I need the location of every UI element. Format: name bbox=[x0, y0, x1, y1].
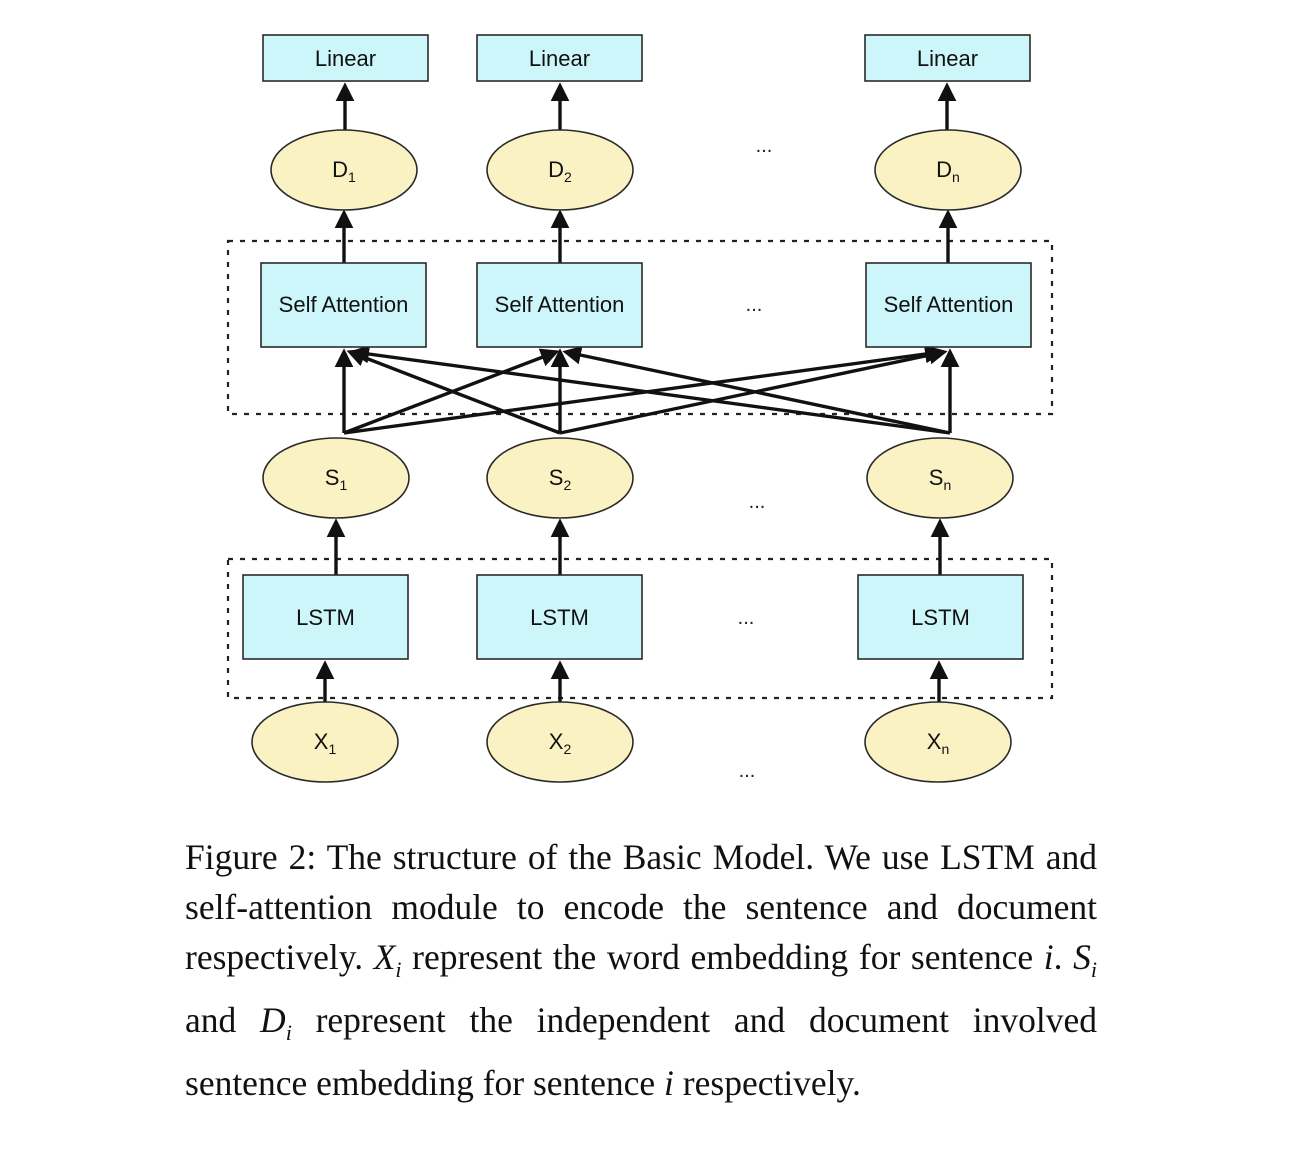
lstm-node-1: LSTM bbox=[242, 574, 409, 660]
linear-node-2: Linear bbox=[476, 34, 643, 82]
s-label: S bbox=[549, 465, 564, 490]
caption-text: and bbox=[185, 1000, 261, 1041]
lstm-label: LSTM bbox=[530, 605, 589, 630]
svg-text:Xn: Xn bbox=[927, 729, 949, 757]
math-i: i bbox=[664, 1063, 674, 1104]
x-label: X bbox=[314, 729, 329, 754]
x-label: X bbox=[927, 729, 942, 754]
ellipsis-d-row: ... bbox=[756, 135, 773, 157]
math-x: X bbox=[373, 937, 396, 977]
s-node-1: S1 bbox=[262, 437, 410, 519]
edge-s1-attn2 bbox=[343, 348, 560, 435]
svg-text:X2: X2 bbox=[549, 729, 572, 757]
svg-text:Sn: Sn bbox=[929, 465, 951, 493]
lstm-node-2: LSTM bbox=[476, 574, 643, 660]
self-attention-node-2: Self Attention bbox=[476, 262, 643, 348]
linear-label: Linear bbox=[315, 46, 376, 71]
self-attention-node-n: Self Attention bbox=[865, 262, 1032, 348]
ellipsis-attention-row: ... bbox=[746, 294, 763, 316]
d-node-2: D2 bbox=[486, 129, 634, 211]
s-node-n: Sn bbox=[866, 437, 1014, 519]
x-subscript: n bbox=[941, 741, 949, 757]
math-x-subscript: i bbox=[395, 957, 402, 983]
ellipsis-x-row: ... bbox=[739, 760, 756, 782]
d-label: D bbox=[548, 157, 564, 182]
self-attention-label: Self Attention bbox=[495, 292, 625, 317]
d-node-n: Dn bbox=[874, 129, 1022, 211]
d-subscript: n bbox=[952, 169, 960, 185]
d-subscript: 1 bbox=[348, 169, 356, 185]
math-s: S bbox=[1073, 937, 1091, 977]
svg-text:D2: D2 bbox=[548, 157, 572, 185]
math-s-subscript: i bbox=[1090, 957, 1098, 983]
svg-text:S1: S1 bbox=[325, 465, 348, 493]
s-label: S bbox=[325, 465, 340, 490]
lstm-node-n: LSTM bbox=[857, 574, 1024, 660]
lstm-group bbox=[226, 557, 1054, 700]
svg-text:X1: X1 bbox=[314, 729, 337, 757]
caption-text: represent the independent and document i… bbox=[185, 1000, 1097, 1104]
self-attention-node-1: Self Attention bbox=[260, 262, 427, 348]
linear-label: Linear bbox=[529, 46, 590, 71]
edge-s2-attn1 bbox=[346, 348, 561, 435]
svg-text:S2: S2 bbox=[549, 465, 572, 493]
svg-text:D1: D1 bbox=[332, 157, 356, 185]
x-label: X bbox=[549, 729, 564, 754]
caption-text: Figure 2: The structure of the Basic Mod… bbox=[185, 837, 1097, 977]
edge-sn-attn2 bbox=[562, 345, 951, 435]
edges bbox=[315, 82, 960, 704]
x-subscript: 2 bbox=[563, 741, 571, 757]
d-node-1: D1 bbox=[270, 129, 418, 211]
self-attention-group bbox=[226, 239, 1054, 416]
d-label: D bbox=[936, 157, 952, 182]
math-d: D bbox=[260, 1000, 286, 1041]
caption-text: . bbox=[1053, 937, 1074, 977]
caption-text: represent the word embedding for sentenc… bbox=[401, 937, 1044, 977]
linear-label: Linear bbox=[917, 46, 978, 71]
figure-caption: Figure 2: The structure of the Basic Mod… bbox=[185, 832, 1097, 1108]
x-node-n: Xn bbox=[864, 701, 1012, 783]
math-d-subscript: i bbox=[285, 1020, 292, 1046]
math-i: i bbox=[1043, 937, 1054, 977]
ellipsis-lstm-row: ... bbox=[738, 607, 755, 629]
s-subscript: 1 bbox=[339, 477, 347, 493]
model-diagram: Linear Linear Linear D1 D2 Dn Self Atten… bbox=[226, 34, 1054, 783]
s-subscript: n bbox=[943, 477, 951, 493]
x-node-1: X1 bbox=[251, 701, 399, 783]
linear-node-n: Linear bbox=[864, 34, 1031, 82]
s-subscript: 2 bbox=[563, 477, 571, 493]
edge-sn-attn1 bbox=[350, 344, 951, 435]
lstm-label: LSTM bbox=[296, 605, 355, 630]
svg-text:Dn: Dn bbox=[936, 157, 960, 185]
d-subscript: 2 bbox=[564, 169, 572, 185]
linear-node-1: Linear bbox=[262, 34, 429, 82]
self-attention-label: Self Attention bbox=[279, 292, 409, 317]
lstm-label: LSTM bbox=[911, 605, 970, 630]
d-label: D bbox=[332, 157, 348, 182]
x-subscript: 1 bbox=[328, 741, 336, 757]
s-node-2: S2 bbox=[486, 437, 634, 519]
x-node-2: X2 bbox=[486, 701, 634, 783]
self-attention-label: Self Attention bbox=[884, 292, 1014, 317]
ellipsis-s-row: ... bbox=[749, 491, 766, 513]
s-label: S bbox=[929, 465, 944, 490]
caption-text: respectively. bbox=[673, 1063, 861, 1104]
